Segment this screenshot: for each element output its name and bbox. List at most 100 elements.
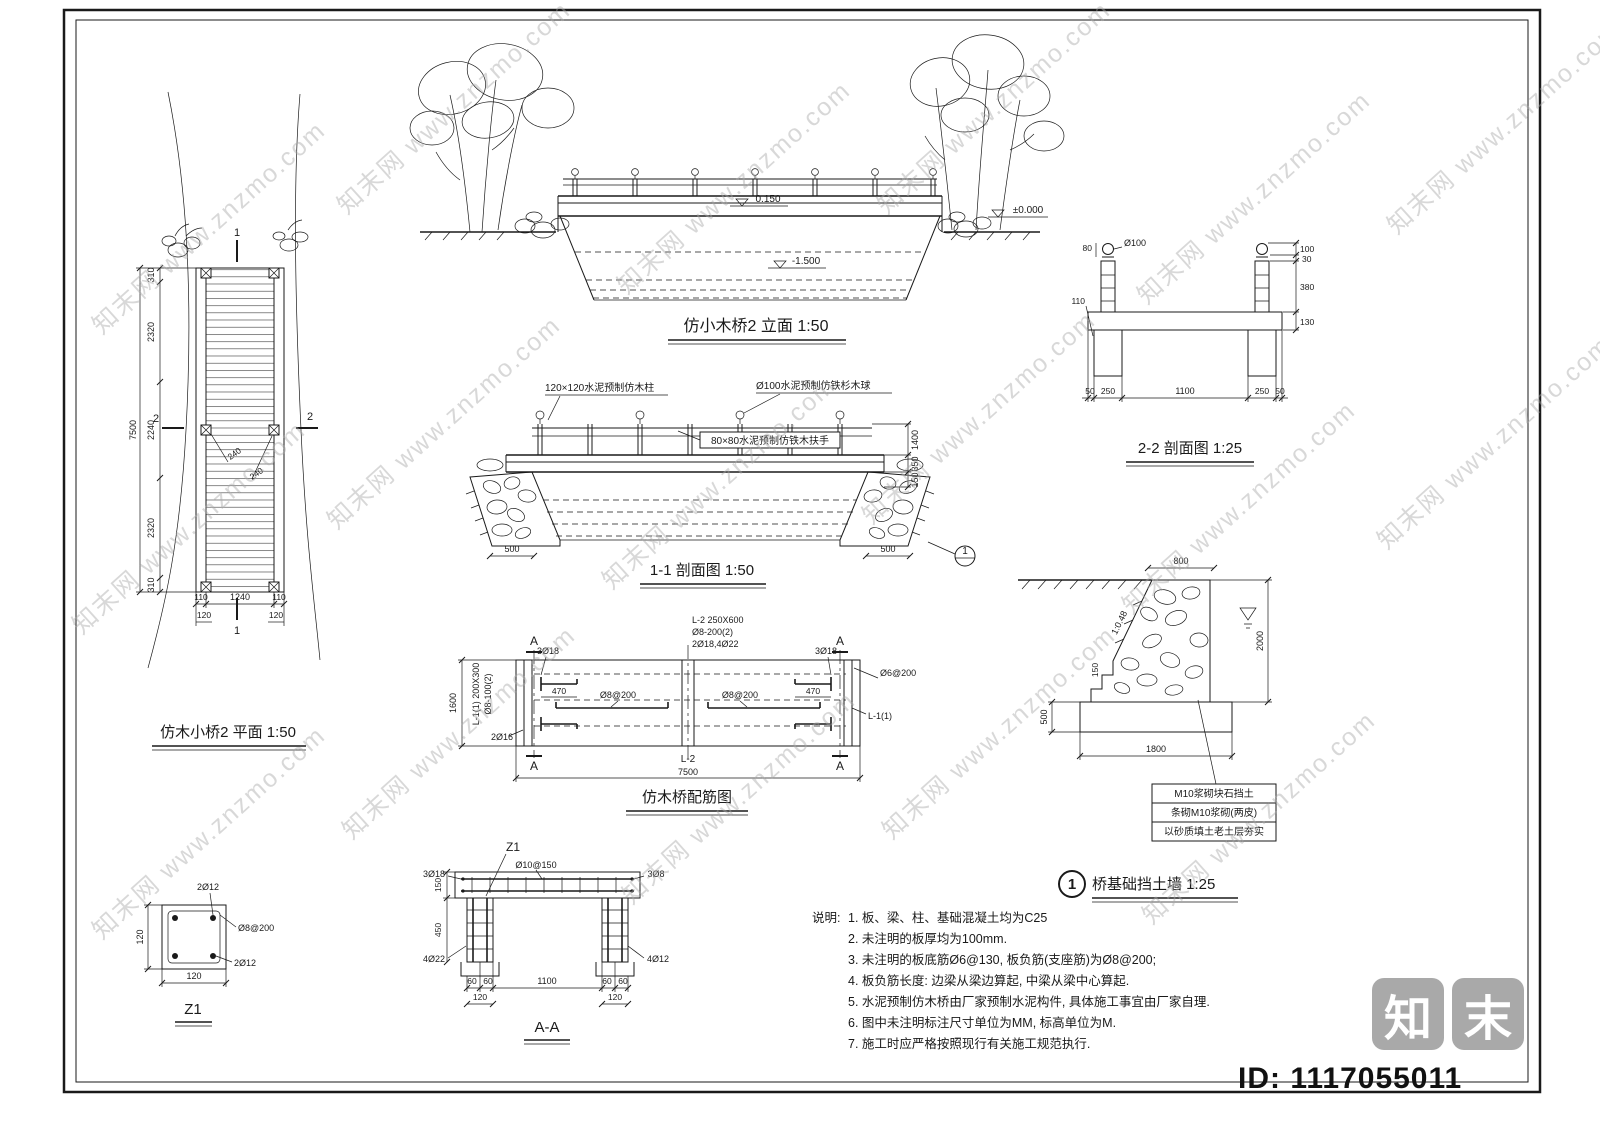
plan-dim: 2320	[146, 518, 156, 538]
aa-bars-bottom-left: 4Ø22	[423, 954, 445, 964]
dim-150: 150	[1090, 663, 1100, 677]
s22-dim: 250	[1255, 386, 1269, 396]
plan-cut2-right: 2	[307, 411, 313, 423]
note-item: 4. 板负筋长度: 边梁从梁边算起, 中梁从梁中心算起.	[848, 973, 1129, 988]
aa-dim: 60	[483, 976, 493, 986]
dim-1800: 1800	[1146, 744, 1166, 754]
post-callout: 120×120水泥预制仿木柱	[545, 381, 654, 394]
edge-beam-label: L-1(1) 200X300	[471, 663, 481, 726]
z1-bars-bottom: 2Ø12	[234, 958, 256, 968]
plan-dim: 310	[146, 267, 156, 282]
section22-title: 2-2 剖面图 1:25	[1138, 440, 1242, 457]
dim-2000: 2000	[1255, 631, 1265, 651]
dim-800: 800	[1173, 556, 1188, 566]
plan-title: 仿木小桥2 平面 1:50	[160, 724, 296, 741]
beam-bars-label: 2Ø18,4Ø22	[692, 639, 739, 649]
wall-stones	[1113, 586, 1209, 696]
leg-dim: 110	[1071, 296, 1085, 306]
s11-dim: 1400	[910, 430, 920, 450]
level-value: 0.150	[755, 194, 780, 205]
plan-dim: 110	[194, 592, 208, 602]
s11-dim: 500	[504, 544, 519, 554]
s22-dim: 100	[1300, 244, 1314, 254]
z1-dim: 120	[135, 929, 145, 944]
slab-bars-right: Ø8@200	[722, 690, 758, 700]
plan-dim: 1240	[230, 592, 250, 602]
tree-left	[409, 43, 575, 233]
slab-bars-left: Ø8@200	[600, 690, 636, 700]
logo-char: 知	[1383, 993, 1432, 1046]
z1-dim: 120	[186, 971, 201, 981]
cut-a-label: A	[836, 634, 844, 648]
plan-dims-left: 310 2320 2240 2320 310 7500	[128, 264, 196, 596]
level-water: -1.500	[768, 256, 826, 269]
s22-dims-right: 100 30 380 130	[1268, 239, 1314, 334]
plan-dim: 310	[146, 577, 156, 592]
dim-7500: 7500	[678, 767, 698, 777]
plan-dim: 120	[269, 610, 283, 620]
section-2-2: Ø100 80 110 100 30 380 130 50 250 1100 2…	[1071, 238, 1314, 467]
rebar-title: 仿木桥配筋图	[642, 789, 732, 806]
z1-dims: 120 120	[135, 901, 230, 987]
s22-dim: 130	[1300, 317, 1314, 327]
aa-columns	[460, 897, 635, 977]
s11-dim: 150	[910, 472, 920, 487]
plan-posts	[200, 267, 280, 593]
neg-bars-left: 3Ø18	[537, 646, 559, 656]
abutment-left	[465, 458, 561, 547]
wall-note: 以砂质填土老土层夯实	[1164, 825, 1264, 838]
plan-dim: 120	[197, 610, 211, 620]
ball-callout: Ø100水泥预制仿铁杉木球	[756, 379, 870, 392]
slab-bars-top: Ø6@200	[880, 668, 916, 678]
aa-dim: 150	[433, 878, 443, 892]
s11-railing	[532, 410, 872, 455]
aa-dim: 60	[602, 976, 612, 986]
elevation-view: 0.150 ±0.000 -1.500 仿小木桥2 立面 1:50	[409, 34, 1065, 345]
dim-470-left: 470	[552, 686, 566, 696]
level-deck: 0.150	[730, 194, 788, 207]
note-item: 6. 图中未注明标注尺寸单位为MM, 标高单位为M.	[848, 1015, 1116, 1030]
beam-stirrup-label: Ø8-200(2)	[692, 627, 733, 637]
z1-bars-top: 2Ø12	[197, 882, 219, 892]
aa-dim: 60	[467, 976, 477, 986]
s11-dim: 500	[880, 544, 895, 554]
edge-stirrup-label: Ø8-100(2)	[483, 673, 493, 714]
ball-height-dim: 80	[1083, 243, 1093, 253]
wall-note: 条砌M10浆砌(两皮)	[1171, 806, 1257, 819]
note-item: 1. 板、梁、柱、基础混凝土均为C25	[848, 910, 1047, 925]
plan-cut1-bottom: 1	[234, 625, 240, 637]
level-value: ±0.000	[1013, 205, 1044, 216]
cut-a-label: A	[530, 759, 538, 773]
level-ground: ±0.000	[988, 205, 1048, 218]
s22-dim: 380	[1300, 282, 1314, 292]
wall-notes: M10浆砌块石挡土 条砌M10浆砌(两皮) 以砂质填土老土层夯实	[1151, 783, 1277, 842]
aa-bars-bottom-right: 4Ø12	[647, 954, 669, 964]
cut-a-label: A	[530, 634, 538, 648]
elevation-title: 仿小木桥2 立面 1:50	[684, 317, 829, 335]
plan-cut2-left: 2	[153, 413, 159, 425]
retaining-wall-detail: 1:0.48 800 2000 500 150 1800 M10浆砌块石挡土 条…	[1018, 556, 1277, 903]
dim-1600: 1600	[448, 693, 458, 713]
s22-dim: 1100	[1175, 386, 1194, 396]
water-level-icon	[1239, 607, 1257, 629]
z1-title: Z1	[184, 1001, 202, 1018]
plan-dim: 110	[272, 592, 286, 602]
wall-dims: 800 2000 500 150 1800	[1039, 556, 1272, 760]
plan-cut1-top: 1	[234, 227, 240, 239]
aa-title: A-A	[534, 1019, 559, 1036]
note-item: 5. 水泥预制仿木桥由厂家预制水泥构件, 具体施工事宜由厂家自理.	[848, 994, 1210, 1009]
plan-dims-bottom: 110 1240 110 120 120	[192, 592, 288, 626]
drawing-frame	[62, 8, 1542, 1094]
aa-slab-stirrups: Ø10@150	[515, 860, 556, 870]
aa-dim: 1100	[537, 976, 556, 986]
rebar-plan: A A A A L-2 250X600 Ø8-200(2) 2Ø18,4Ø22 …	[448, 615, 916, 816]
znzmo-logo-tile-2: 末	[1452, 978, 1524, 1050]
s11-dims-right: 1400 350 150	[872, 420, 920, 491]
plan-dim: 2320	[146, 322, 156, 342]
note-item: 2. 未注明的板厚均为100mm.	[848, 931, 1007, 946]
s22-dim: 50	[1275, 386, 1285, 396]
cut-a-label: A	[836, 759, 844, 773]
aa-dim: 120	[608, 992, 622, 1002]
